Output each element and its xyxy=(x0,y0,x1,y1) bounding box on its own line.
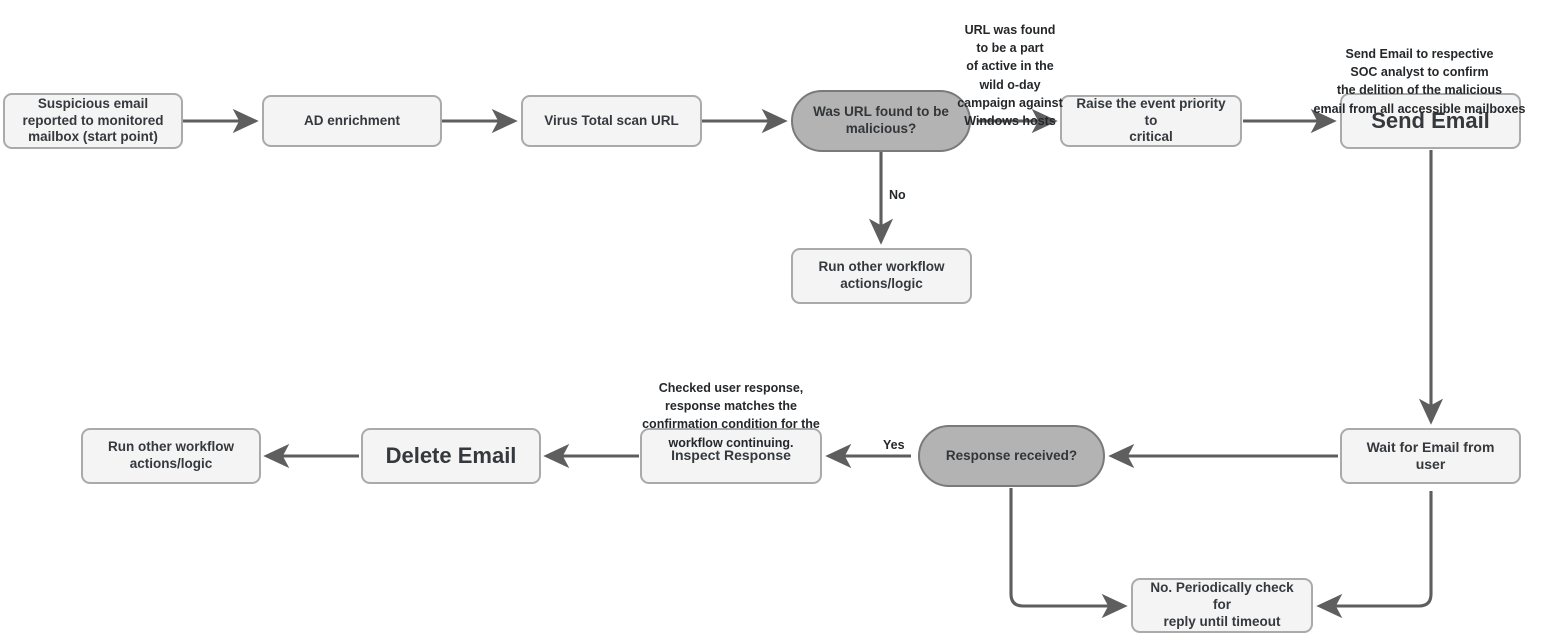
edge-label-yes-text: Yes xyxy=(883,438,905,452)
node-start-label: Suspicious email reported to monitored m… xyxy=(22,95,164,145)
node-response-received-decision-label: Response received? xyxy=(945,447,1078,463)
node-inspect-response-label: Inspect Response xyxy=(671,447,791,464)
edge-label-no: No xyxy=(886,188,909,203)
node-virus-total-scan[interactable]: Virus Total scan URL xyxy=(521,95,702,147)
node-url-malicious-decision[interactable]: Was URL found to be malicious? xyxy=(791,90,971,152)
node-periodic-check[interactable]: No. Periodically check for reply until t… xyxy=(1131,578,1313,633)
node-virus-total-scan-label: Virus Total scan URL xyxy=(544,112,679,128)
annotation-send-email-text: Send Email to respective SOC analyst to … xyxy=(1313,47,1526,116)
node-delete-email-label: Delete Email xyxy=(385,443,517,469)
node-run-other-workflow-top-label: Run other workflow actions/logic xyxy=(818,259,945,291)
node-raise-priority[interactable]: Raise the event priority to critical xyxy=(1060,95,1242,147)
edge-label-no-text: No xyxy=(889,188,906,202)
annotation-url-campaign: URL was found to be a part of active in … xyxy=(930,3,1090,130)
edge-wait-to-periodic xyxy=(1316,491,1433,619)
node-start[interactable]: Suspicious email reported to monitored m… xyxy=(3,93,183,149)
node-periodic-check-label: No. Periodically check for reply until t… xyxy=(1150,580,1294,629)
annotation-url-campaign-text: URL was found to be a part of active in … xyxy=(957,23,1063,128)
annotation-inspect-response-text: Checked user response, response matches … xyxy=(642,381,820,450)
node-url-malicious-decision-label: Was URL found to be malicious? xyxy=(813,104,949,136)
node-run-other-workflow-top[interactable]: Run other workflow actions/logic xyxy=(791,248,972,304)
node-wait-for-email[interactable]: Wait for Email from user xyxy=(1340,428,1521,484)
node-ad-enrichment[interactable]: AD enrichment xyxy=(262,95,442,147)
node-wait-for-email-label: Wait for Email from user xyxy=(1366,438,1495,473)
node-send-email-label: Send Email xyxy=(1371,108,1490,134)
node-run-other-workflow-bottom[interactable]: Run other workflow actions/logic xyxy=(81,428,261,484)
node-delete-email[interactable]: Delete Email xyxy=(361,428,541,484)
node-run-other-workflow-bottom-label: Run other workflow actions/logic xyxy=(108,439,234,471)
edge-response-to-periodic xyxy=(1009,488,1128,619)
node-response-received-decision[interactable]: Response received? xyxy=(918,425,1105,487)
node-inspect-response[interactable]: Inspect Response xyxy=(640,428,822,484)
node-ad-enrichment-label: AD enrichment xyxy=(303,112,401,128)
annotation-inspect-response: Checked user response, response matches … xyxy=(620,361,842,452)
node-send-email[interactable]: Send Email xyxy=(1340,93,1521,149)
node-raise-priority-label: Raise the event priority to critical xyxy=(1076,95,1226,145)
edge-label-yes: Yes xyxy=(880,438,908,453)
annotation-send-email: Send Email to respective SOC analyst to … xyxy=(1297,27,1542,118)
